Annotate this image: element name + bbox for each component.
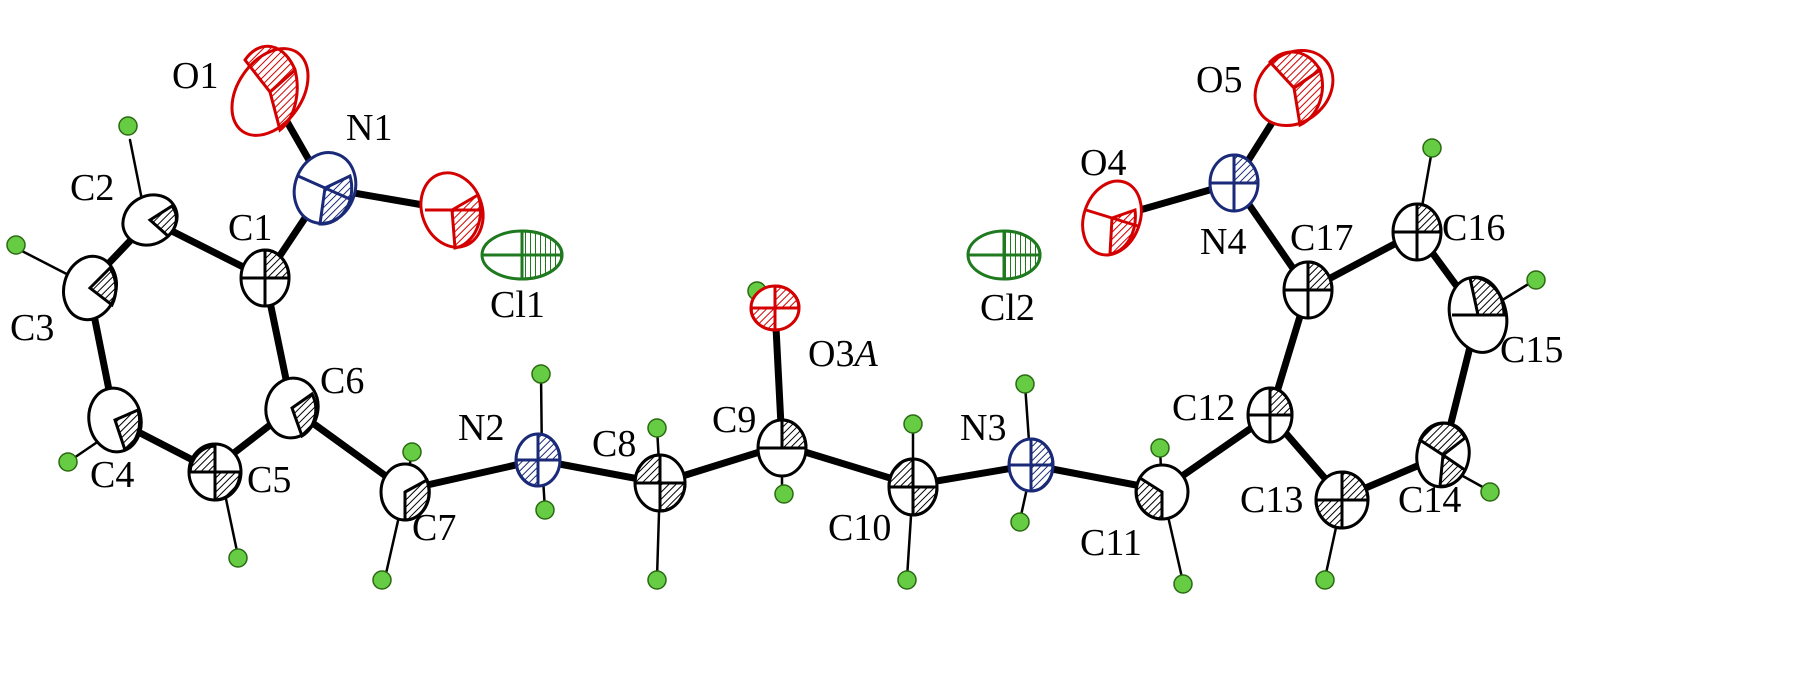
label-c16: C16	[1442, 207, 1505, 249]
label-c5: C5	[247, 459, 291, 501]
label-cl1: Cl1	[490, 284, 545, 326]
oxygen-atoms	[230, 44, 1335, 332]
hydrogen-atom	[228, 548, 248, 568]
atom-o2	[419, 171, 485, 250]
atom-c14	[1415, 421, 1471, 489]
hydrogen-atom	[535, 500, 555, 520]
atom-o1	[230, 44, 310, 137]
label-c1: C1	[228, 207, 272, 249]
label-c2: C2	[70, 167, 114, 209]
label-cl2: Cl2	[980, 287, 1035, 329]
atom-c17	[1282, 260, 1334, 320]
label-c12: C12	[1172, 387, 1235, 429]
atom-c11	[1134, 463, 1190, 521]
hydrogen-atom	[1526, 270, 1546, 290]
hydrogen-atom	[372, 570, 392, 590]
label-c3: C3	[10, 307, 54, 349]
label-n3: N3	[960, 407, 1006, 449]
hydrogen-atom	[531, 364, 551, 384]
atom-c16	[1391, 202, 1443, 262]
atom-c1	[239, 248, 291, 308]
label-n4: N4	[1200, 221, 1246, 263]
atom-o3a	[749, 284, 801, 332]
hydrogen-atom	[1480, 482, 1500, 502]
hydrogen-atom	[1150, 438, 1170, 458]
label-o4: O4	[1080, 142, 1126, 184]
atom-c12	[1246, 386, 1294, 444]
atom-c5	[187, 442, 243, 502]
atom-labels: O1 N1 C1 C2 C3 C4 C5 C6 C7 Cl1 N2 C8 C9 …	[10, 55, 1563, 564]
hydrogen-atom	[6, 235, 26, 255]
label-c15: C15	[1500, 329, 1563, 371]
hydrogen-atom	[647, 418, 667, 438]
label-c11: C11	[1080, 522, 1142, 564]
atom-n4	[1208, 153, 1260, 213]
hydrogen-atom	[1010, 512, 1030, 532]
nitrogen-atoms	[292, 151, 1260, 493]
hydrogen-atom	[1315, 570, 1335, 590]
atom-c6	[264, 376, 320, 440]
label-c10: C10	[828, 507, 891, 549]
atom-c8	[633, 453, 687, 513]
label-c6: C6	[320, 360, 364, 402]
atom-c15	[1447, 275, 1509, 354]
label-o1: O1	[172, 55, 218, 97]
hydrogen-atom	[118, 116, 138, 136]
label-c17: C17	[1290, 217, 1353, 259]
atom-cl2	[966, 229, 1042, 281]
hydrogen-atom	[903, 414, 923, 434]
label-o3a: O3A	[808, 333, 878, 375]
hydrogen-atom	[1173, 574, 1193, 594]
label-c9: C9	[712, 399, 756, 441]
label-c4: C4	[90, 454, 134, 496]
label-n1: N1	[346, 107, 392, 149]
atom-c7	[379, 462, 431, 522]
atom-n2	[514, 432, 562, 488]
atom-c10	[887, 457, 939, 517]
label-o5: O5	[1196, 59, 1242, 101]
atom-c4	[87, 386, 143, 454]
chlorine-atoms	[480, 229, 1042, 281]
label-c7: C7	[412, 507, 456, 549]
hydrogen-atom	[1422, 138, 1442, 158]
atom-n1	[292, 151, 358, 226]
atom-cl1	[480, 229, 564, 281]
label-c13: C13	[1240, 479, 1303, 521]
label-n2: N2	[458, 407, 504, 449]
atom-n3	[1007, 437, 1055, 493]
hydrogen-atom	[647, 570, 667, 590]
atom-o4	[1081, 179, 1143, 257]
label-c8: C8	[592, 423, 636, 465]
hydrogen-atom	[774, 484, 794, 504]
hydrogen-atom	[58, 452, 78, 472]
atom-c3	[62, 254, 118, 322]
atom-c13	[1314, 470, 1370, 530]
atom-c2	[121, 193, 179, 247]
hydrogen-atom	[402, 442, 422, 462]
atom-c9	[756, 418, 808, 478]
hydrogen-atom	[897, 570, 917, 590]
hydrogen-atom	[1015, 374, 1035, 394]
atom-o5	[1253, 48, 1335, 128]
label-c14: C14	[1398, 479, 1461, 521]
carbon-atoms	[62, 193, 1509, 530]
